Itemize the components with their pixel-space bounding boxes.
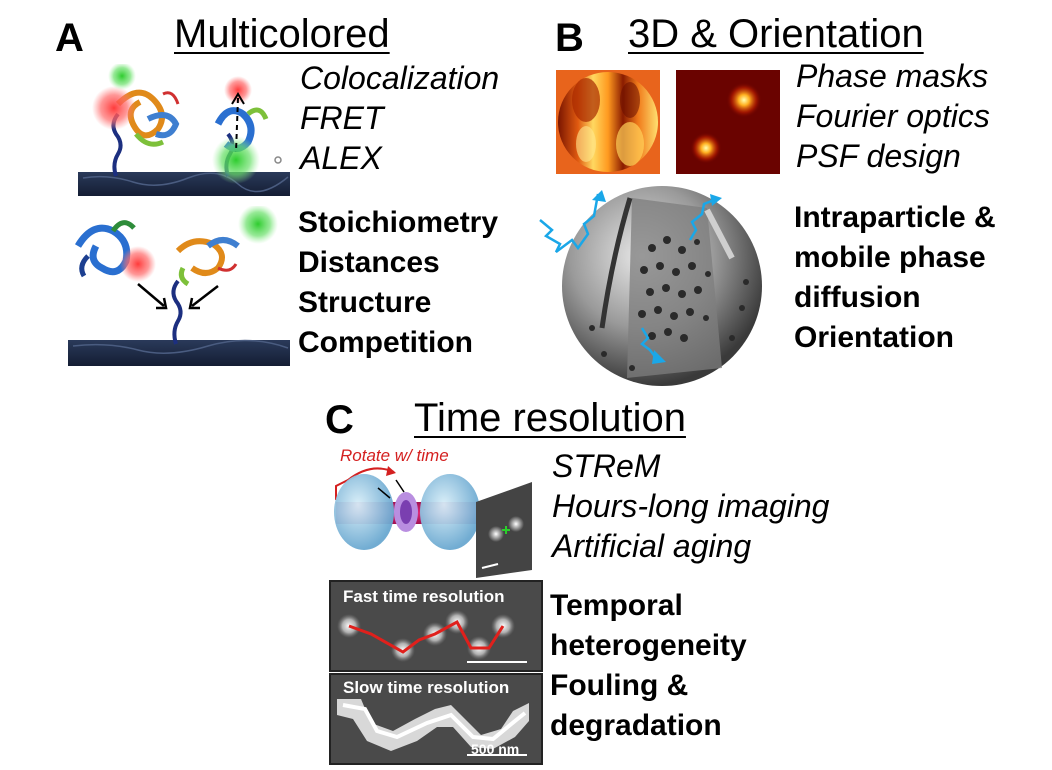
panel-c-title: Time resolution xyxy=(414,396,686,440)
rotate-label: Rotate w/ time xyxy=(340,446,449,465)
item-strem: STReM xyxy=(552,448,661,484)
fast-time-resolution-panel: Fast time resolution xyxy=(329,580,543,672)
item-colocalization: Colocalization xyxy=(300,60,500,96)
item-phase-masks: Phase masks xyxy=(796,58,989,94)
panel-b-letter: B xyxy=(555,16,584,60)
item-heterogeneity: heterogeneity xyxy=(550,629,747,662)
item-psf-design: PSF design xyxy=(796,138,961,174)
panel-a-title: Multicolored xyxy=(174,12,390,56)
item-hours-long-imaging: Hours-long imaging xyxy=(552,488,830,524)
panel-a-letter: A xyxy=(55,16,84,60)
panel-c-italic-list: STReM Hours-long imaging Artificial agin… xyxy=(552,446,829,566)
multicolor-protein-illustration-bottom xyxy=(68,206,290,366)
panel-a-italic-list: Colocalization FRET ALEX xyxy=(300,58,499,178)
panel-b-title: 3D & Orientation xyxy=(628,12,924,56)
panel-a-bold-list: Stoichiometry Distances Structure Compet… xyxy=(298,203,498,363)
item-stoichiometry: Stoichiometry xyxy=(298,206,499,239)
item-mobile-phase: mobile phase xyxy=(794,241,986,274)
item-orientation: Orientation xyxy=(794,321,955,354)
item-temporal: Temporal xyxy=(550,589,683,622)
panel-c-letter: C xyxy=(325,398,354,442)
multicolor-protein-illustration-top xyxy=(78,64,290,196)
item-degradation: degradation xyxy=(550,709,722,742)
item-intraparticle: Intraparticle & xyxy=(794,201,996,234)
panel-c-bold-list: Temporal heterogeneity Fouling & degrada… xyxy=(550,586,747,746)
item-diffusion: diffusion xyxy=(794,281,921,314)
scale-bar-label: 500 nm xyxy=(471,741,520,757)
phase-mask-image xyxy=(556,70,660,174)
slow-time-label: Slow time resolution xyxy=(343,678,510,697)
porous-particle-illustration xyxy=(532,178,782,388)
slow-time-resolution-panel: Slow time resolution 500 nm xyxy=(329,673,543,765)
fast-time-label: Fast time resolution xyxy=(343,587,505,606)
item-competition: Competition xyxy=(298,326,473,359)
item-artificial-aging: Artificial aging xyxy=(552,528,752,564)
item-structure: Structure xyxy=(298,286,432,319)
panel-b-bold-list: Intraparticle & mobile phase diffusion O… xyxy=(794,198,996,358)
item-alex: ALEX xyxy=(300,140,382,176)
item-fouling: Fouling & xyxy=(550,669,689,702)
item-fret: FRET xyxy=(300,100,384,136)
psf-image xyxy=(676,70,780,174)
item-distances: Distances xyxy=(298,246,440,279)
strem-optics-illustration xyxy=(326,460,548,578)
item-fourier-optics: Fourier optics xyxy=(796,98,990,134)
panel-b-italic-list: Phase masks Fourier optics PSF design xyxy=(796,56,990,176)
